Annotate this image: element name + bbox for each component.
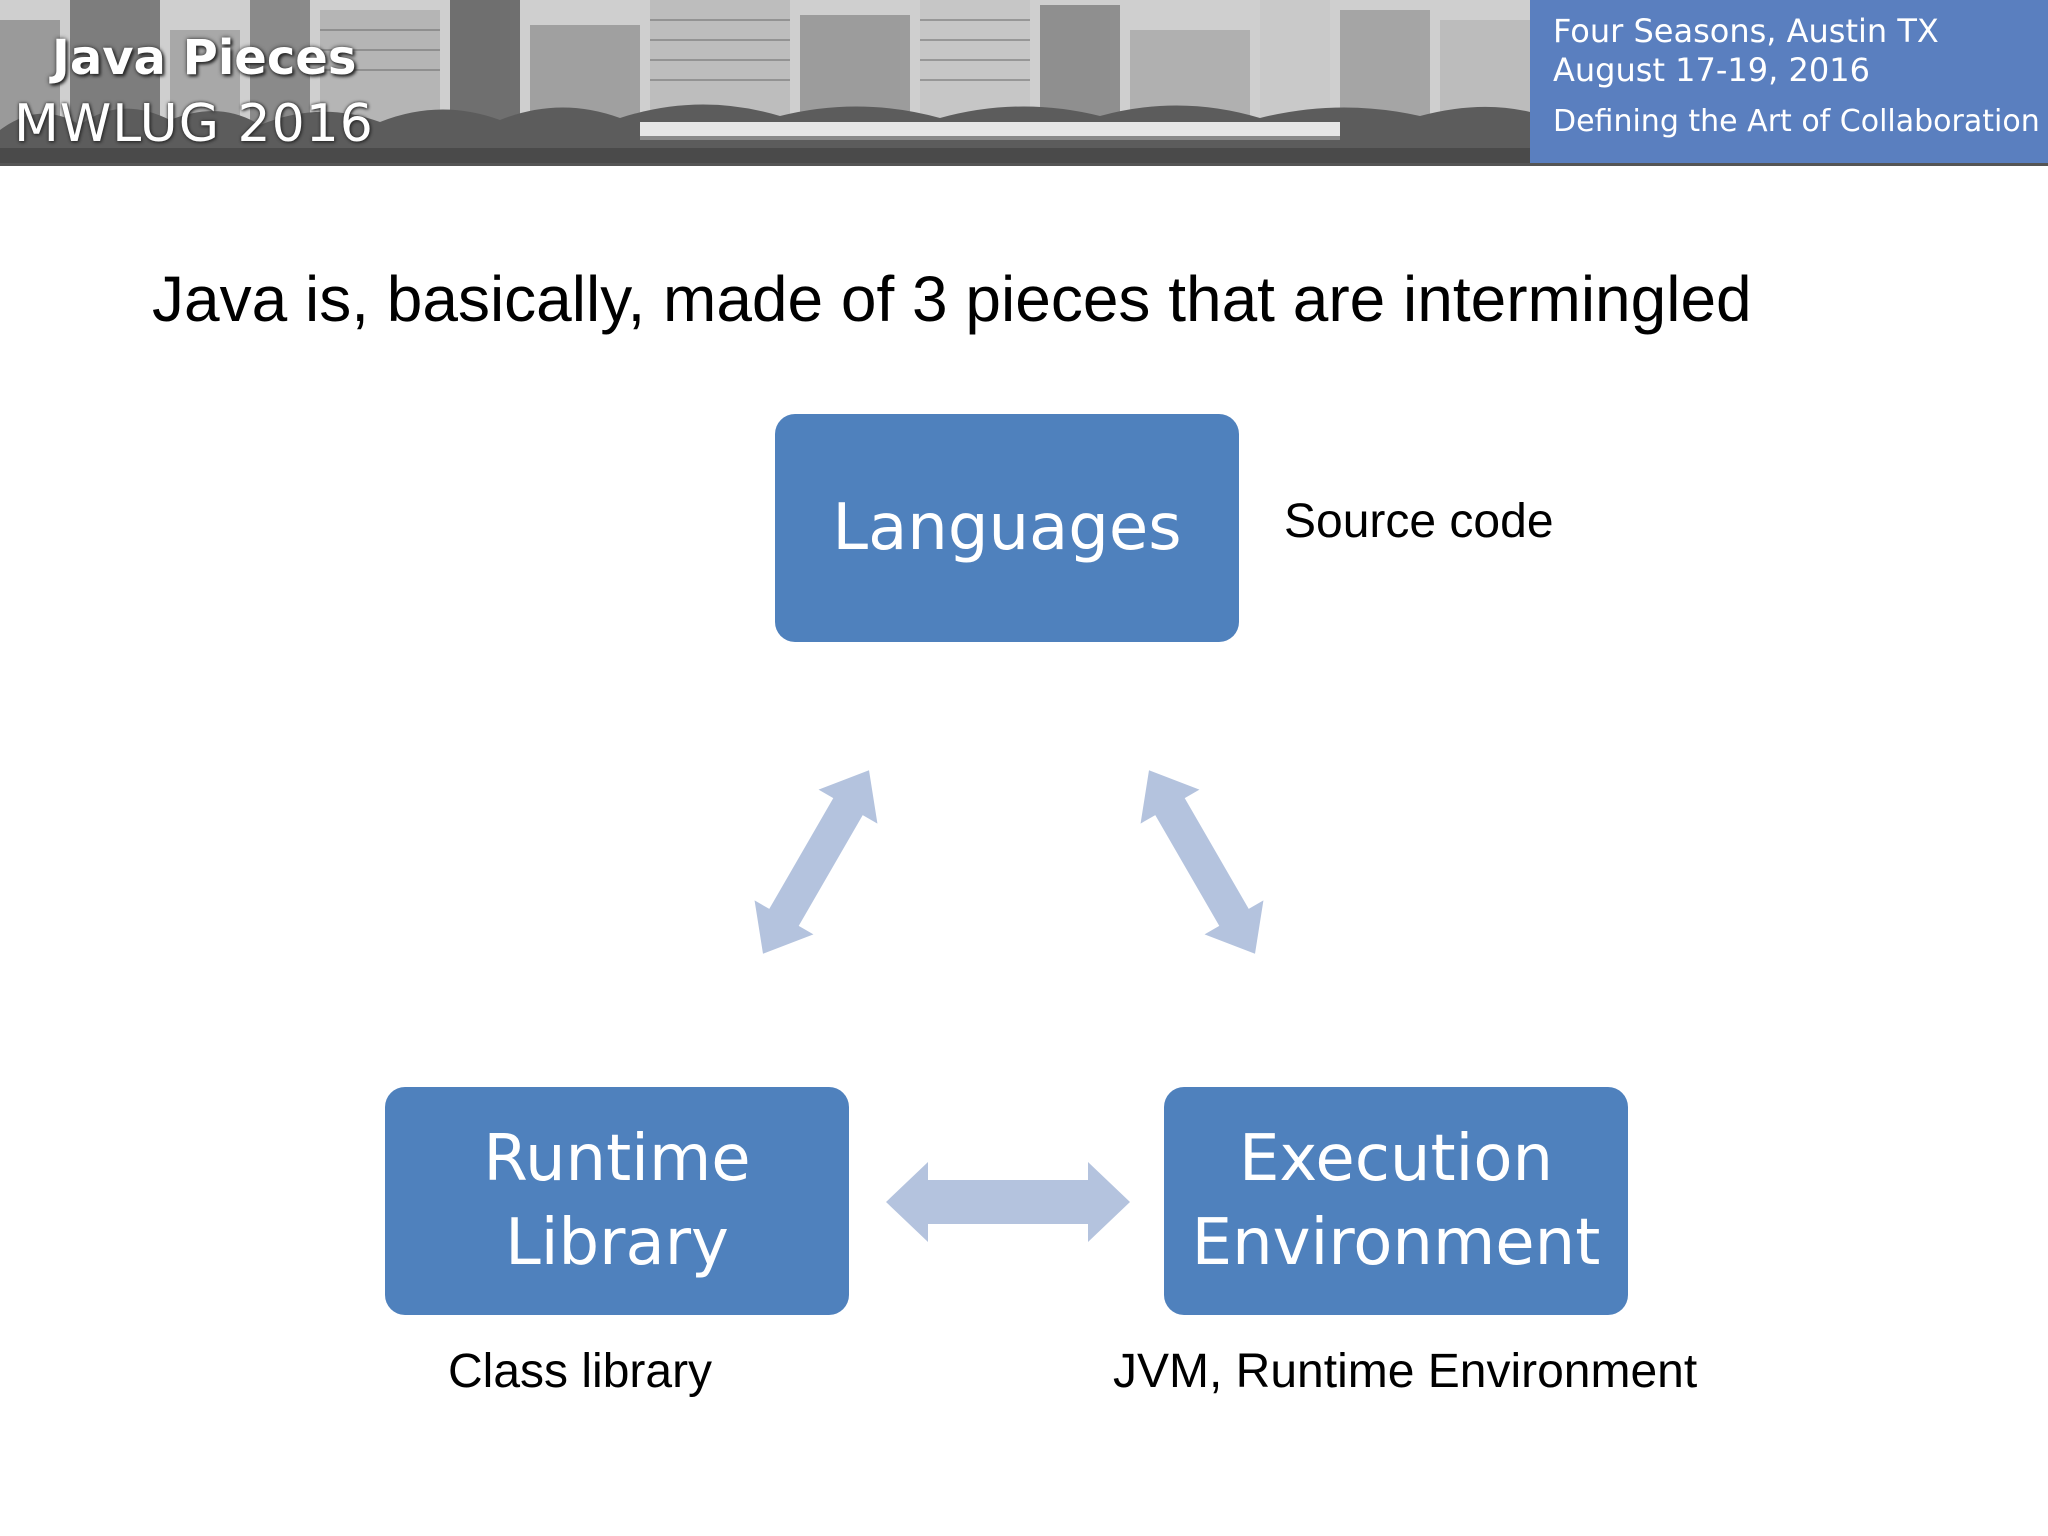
runtime-library-box: Runtime Library [385,1087,849,1315]
class-library-annotation: Class library [448,1345,713,1398]
runtime-label-line1: Runtime [483,1122,751,1196]
runtime-execution-arrow [886,1162,1130,1242]
execution-environment-box: Execution Environment [1164,1087,1628,1315]
main-heading: Java is, basically, made of 3 pieces tha… [152,263,1752,335]
tagline-text: Defining the Art of Collaboration [1553,104,2040,139]
execution-label-line1: Execution [1238,1122,1554,1196]
runtime-label-line2: Library [505,1206,729,1280]
banner-divider [0,163,2048,166]
jvm-annotation: JVM, Runtime Environment [1113,1345,1698,1398]
venue-text: Four Seasons, Austin TX [1553,12,1939,50]
city-skyline-image [0,0,1530,166]
event-name: MWLUG 2016 [14,94,374,154]
source-code-annotation: Source code [1284,495,1554,548]
languages-label: Languages [832,491,1182,565]
execution-label-line2: Environment [1191,1206,1601,1280]
languages-execution-arrow [1140,770,1264,954]
event-info-panel: Four Seasons, Austin TX August 17-19, 20… [1530,0,2048,163]
languages-runtime-arrow [754,770,878,954]
header-banner: Four Seasons, Austin TX August 17-19, 20… [0,0,2048,166]
dates-text: August 17-19, 2016 [1553,51,1870,89]
slide-title: Java Pieces [52,30,357,86]
languages-box: Languages [775,414,1239,642]
